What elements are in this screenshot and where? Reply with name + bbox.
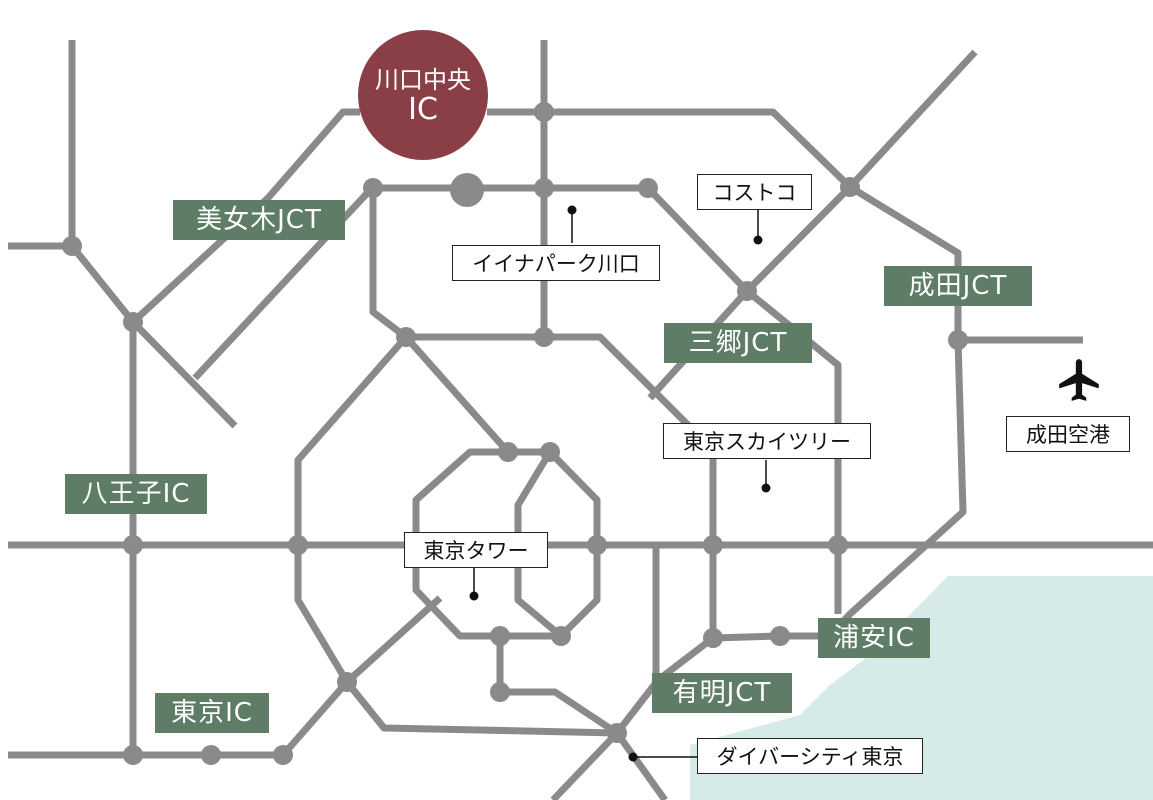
node: [337, 672, 357, 692]
label-narita-airport: 成田空港: [1006, 416, 1130, 452]
node: [490, 682, 510, 702]
node: [534, 178, 554, 198]
node: [123, 312, 143, 332]
node: [273, 745, 293, 765]
landmark-markers: [469, 205, 771, 762]
node: [123, 535, 143, 555]
node-kawaguchi-chuo: [450, 173, 484, 207]
node: [363, 178, 383, 198]
node: [288, 535, 308, 555]
node: [607, 723, 627, 743]
node: [123, 745, 143, 765]
label-tokyo-ic: 東京IC: [155, 693, 269, 733]
node: [737, 281, 757, 301]
label-iinapark-kawaguchi: イイナパーク川口: [452, 245, 660, 281]
label-tokyo-tower: 東京タワー: [404, 532, 548, 568]
node: [770, 626, 790, 646]
node: [534, 327, 554, 347]
node: [551, 626, 571, 646]
junction-nodes: [62, 102, 968, 765]
kawaguchi-chuo-ic-marker[interactable]: 川口中央 IC: [358, 30, 488, 160]
node: [396, 327, 416, 347]
node: [490, 626, 510, 646]
node: [587, 535, 607, 555]
node: [498, 442, 518, 462]
label-tokyo-skytree: 東京スカイツリー: [663, 423, 871, 459]
node: [638, 178, 658, 198]
node: [840, 177, 860, 197]
node: [703, 535, 723, 555]
label-misato-jct: 三郷JCT: [664, 323, 812, 363]
ic-name: 川口中央: [375, 66, 471, 94]
node: [62, 236, 82, 256]
node: [703, 628, 723, 648]
node: [948, 330, 968, 350]
label-ariake-jct: 有明JCT: [652, 673, 792, 713]
label-hachioji-ic: 八王子IC: [65, 474, 207, 514]
label-biyogi-jct: 美女木JCT: [173, 200, 345, 240]
node: [540, 442, 560, 462]
label-costco: コストコ: [697, 174, 812, 210]
node: [201, 745, 221, 765]
node: [534, 102, 554, 122]
node: [828, 535, 848, 555]
airplane-icon: [1059, 359, 1099, 401]
ic-suffix: IC: [408, 92, 438, 127]
label-urayasu-ic: 浦安IC: [818, 618, 930, 658]
label-diver-city-tokyo: ダイバーシティ東京: [697, 738, 923, 774]
label-narita-jct: 成田JCT: [884, 266, 1032, 306]
